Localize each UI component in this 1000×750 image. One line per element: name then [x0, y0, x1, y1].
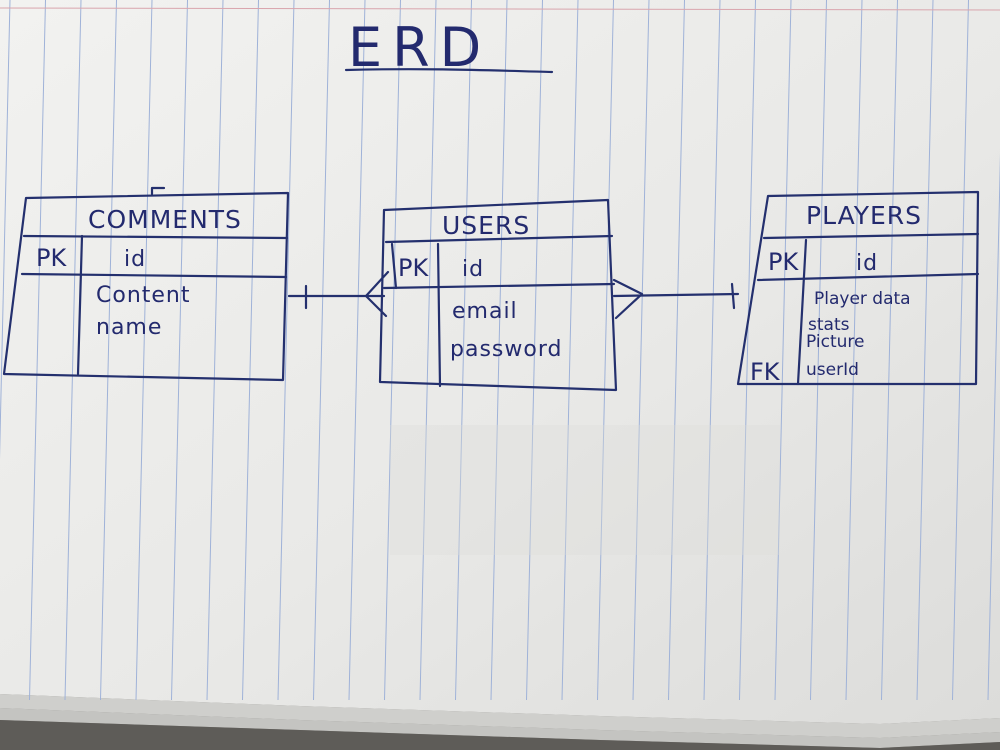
title-underline [344, 68, 554, 74]
entity-comments-name: COMMENTS [88, 205, 242, 234]
entity-comments-border [2, 191, 290, 382]
entity-users-header-line [384, 234, 614, 244]
ruled-line [277, 0, 295, 701]
entity-users-border [378, 198, 618, 392]
ruled-line [526, 0, 543, 701]
entity-players-field-player-data: Player data [814, 289, 911, 309]
entity-comments-pk-row-line [20, 272, 288, 279]
ruled-line [952, 0, 969, 701]
relationship-users-players-line [612, 292, 740, 298]
ruled-lines [0, 0, 1000, 701]
entity-users-field-email: email [452, 299, 518, 324]
entity-players-pk-label: PK [768, 248, 799, 276]
erd-title-group: ERD [344, 16, 554, 79]
ruled-line [206, 0, 224, 701]
entity-players-border [736, 190, 980, 386]
entity-users: USERS PK id email password [378, 198, 618, 392]
entity-comments-field-content: Content [96, 283, 191, 308]
entity-players-header-line [762, 232, 980, 240]
entity-players-name: PLAYERS [806, 201, 922, 230]
ruled-line [100, 0, 117, 701]
entity-users-pk-row-line [382, 282, 616, 290]
ruled-line [810, 0, 827, 701]
ruled-line [632, 0, 650, 701]
entity-comments: COMMENTS PK id Content name [2, 186, 290, 382]
ruled-line [881, 0, 898, 701]
entity-players: PLAYERS PK id Player data stats Picture … [736, 190, 980, 386]
ruled-line [561, 0, 579, 701]
ruled-line [916, 0, 934, 701]
entity-comments-field-name: name [96, 315, 162, 340]
entity-users-name: USERS [442, 211, 530, 240]
entity-players-column-line [796, 238, 808, 386]
ruled-line [348, 0, 366, 701]
entity-comments-pk-label: PK [36, 244, 67, 272]
entity-players-field-userid: userId [806, 360, 859, 380]
margin-line [0, 7, 1000, 11]
entity-comments-pk-field: id [124, 247, 146, 272]
ruled-line [455, 0, 472, 701]
ruled-line [171, 0, 188, 701]
entity-players-fk-label: FK [750, 358, 781, 386]
entity-players-pk-row-line [756, 272, 980, 282]
crow-foot-users-right [612, 278, 644, 320]
ruled-line [739, 0, 756, 701]
entity-users-field-password: password [450, 337, 562, 362]
one-marker-players [730, 282, 736, 310]
ruled-line [987, 153, 1000, 701]
ruled-line [668, 0, 685, 701]
relationship-users-players [612, 278, 740, 320]
ruled-line [419, 0, 437, 701]
ruled-line [845, 0, 863, 701]
entity-players-field-stats: stats [808, 315, 850, 335]
entity-players-field-picture: Picture [806, 332, 864, 352]
entity-users-pk-field: id [462, 257, 484, 282]
ruled-line [135, 0, 153, 701]
entity-users-left-divider [390, 242, 398, 290]
ruled-line [242, 0, 259, 701]
ruled-line [597, 0, 614, 701]
crow-foot-users-left [364, 270, 390, 318]
ruled-line [29, 0, 46, 701]
entity-comments-header-mark [150, 186, 166, 196]
ruled-line [490, 0, 508, 701]
ruled-line [313, 0, 330, 701]
entity-comments-column-line [76, 234, 84, 376]
entity-players-pk-field: id [856, 251, 878, 276]
entity-comments-header-line [22, 234, 289, 240]
entity-users-pk-label: PK [398, 254, 429, 282]
ruled-line [64, 0, 82, 701]
entity-users-column-line [436, 242, 442, 388]
ruled-line [703, 0, 721, 701]
relationship-comments-users [287, 270, 390, 318]
ruled-line [774, 0, 792, 701]
ruled-line [0, 0, 11, 460]
ruled-line [384, 0, 401, 701]
